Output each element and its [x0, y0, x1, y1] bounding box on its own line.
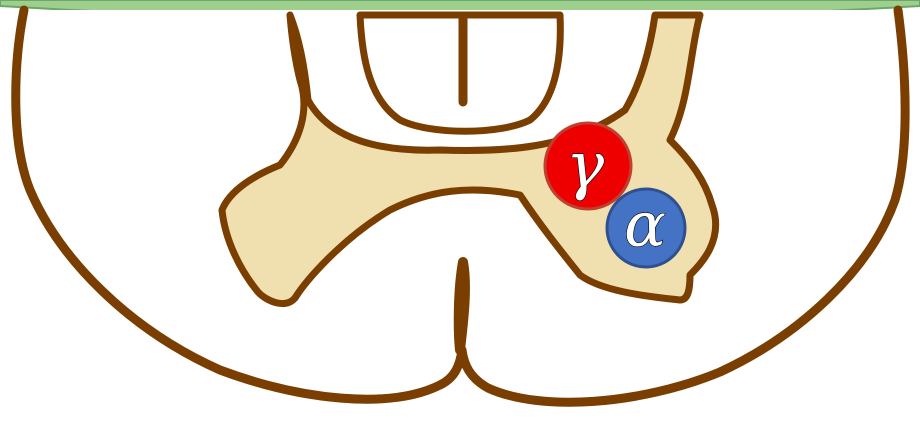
alpha-label: α	[624, 188, 666, 261]
alpha-motor-neuron: α	[607, 188, 685, 268]
gamma-label: γ	[566, 129, 605, 203]
ventral-median-fissure	[459, 262, 465, 350]
gamma-motor-neuron: γ	[545, 123, 631, 209]
